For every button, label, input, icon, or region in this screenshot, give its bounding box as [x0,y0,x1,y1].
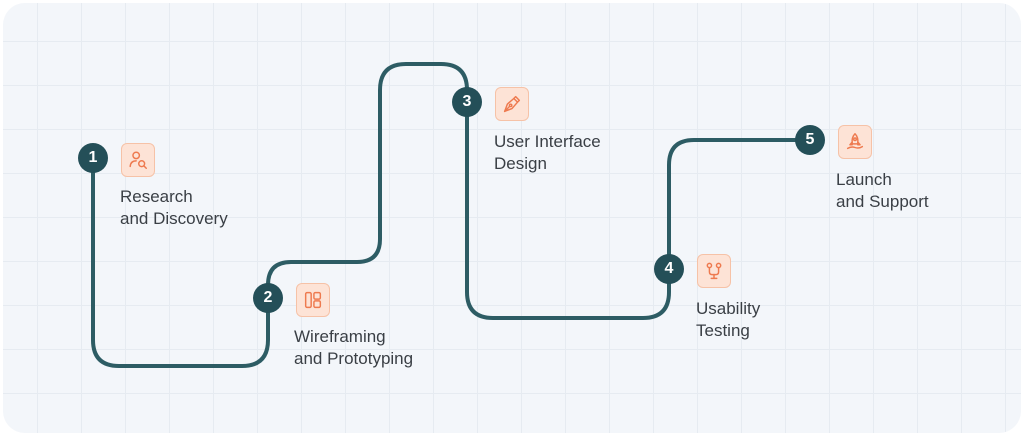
step-2-label-line1: Wireframing [294,327,386,346]
user-flow-icon [697,254,731,288]
step-1-number: 1 [78,143,108,173]
step-5-label: Launch and Support [836,169,929,213]
step-3-label-line2: Design [494,154,547,173]
step-5-label-line1: Launch [836,170,892,189]
step-3-number: 3 [452,87,482,117]
step-2-label: Wireframing and Prototyping [294,326,413,370]
rocket-launch-icon [838,125,872,159]
step-3-label-line1: User Interface [494,132,601,151]
step-2-number: 2 [253,283,283,313]
step-1-label-line1: Research [120,187,193,206]
step-1-label: Research and Discovery [120,186,228,230]
step-4-number: 4 [654,254,684,284]
step-1-label-line2: and Discovery [120,209,228,228]
user-search-icon [121,143,155,177]
pen-nib-icon [495,87,529,121]
layout-blocks-icon [296,283,330,317]
diagram-canvas [3,3,1021,433]
step-5-label-line2: and Support [836,192,929,211]
step-4-label-line2: Testing [696,321,750,340]
step-4-label: Usability Testing [696,298,760,342]
step-3-label: User Interface Design [494,131,601,175]
step-2-label-line2: and Prototyping [294,349,414,368]
step-4-label-line1: Usability [696,299,761,318]
step-5-number: 5 [795,125,825,155]
